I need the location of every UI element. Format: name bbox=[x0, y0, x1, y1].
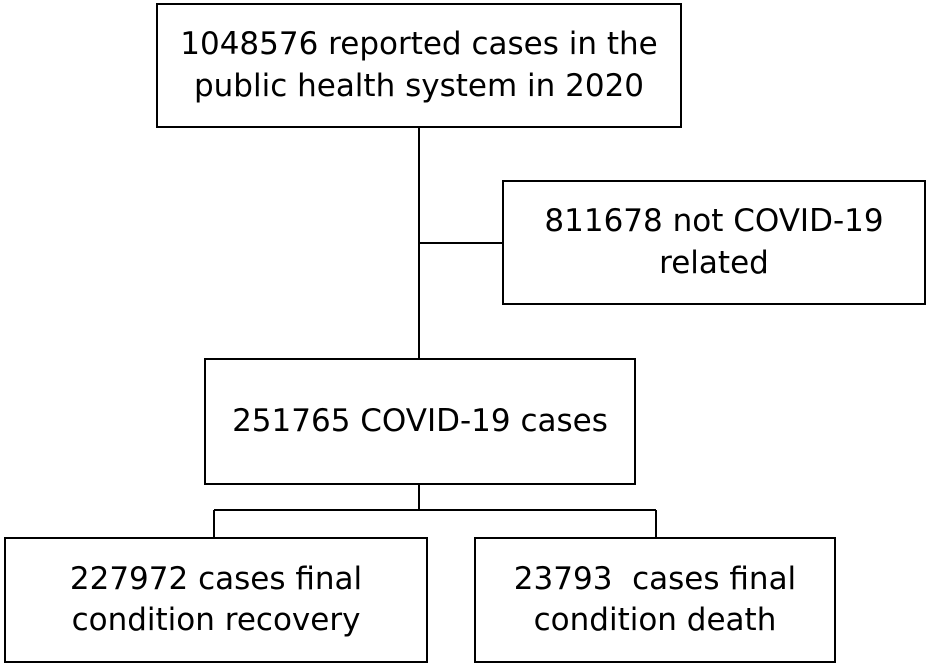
total-cases-text-line-2: public health system in 2020 bbox=[193, 67, 645, 104]
excluded-cases-text-line-2: related bbox=[659, 244, 769, 281]
excluded-cases-box: 811678 not COVID-19 related bbox=[502, 180, 926, 305]
excluded-cases-text-line-1: 811678 not COVID-19 bbox=[544, 203, 884, 240]
death-cases-text-line-2: condition death bbox=[533, 602, 777, 638]
death-cases-box: 23793 cases final condition death bbox=[474, 537, 836, 663]
death-cases-text-line-1: 23793 cases final bbox=[513, 560, 797, 597]
recovery-cases-text-line-2: condition recovery bbox=[71, 602, 361, 638]
covid-cases-text: 251765 COVID-19 cases bbox=[232, 402, 608, 439]
recovery-cases-box: 227972 cases final condition recovery bbox=[4, 537, 428, 663]
total-cases-text-line-1: 1048576 reported cases in the bbox=[180, 26, 658, 63]
covid-cases-box: 251765 COVID-19 cases bbox=[204, 358, 636, 485]
total-cases-box: 1048576 reported cases in the public hea… bbox=[156, 3, 682, 128]
recovery-cases-text-line-1: 227972 cases final bbox=[69, 560, 363, 597]
